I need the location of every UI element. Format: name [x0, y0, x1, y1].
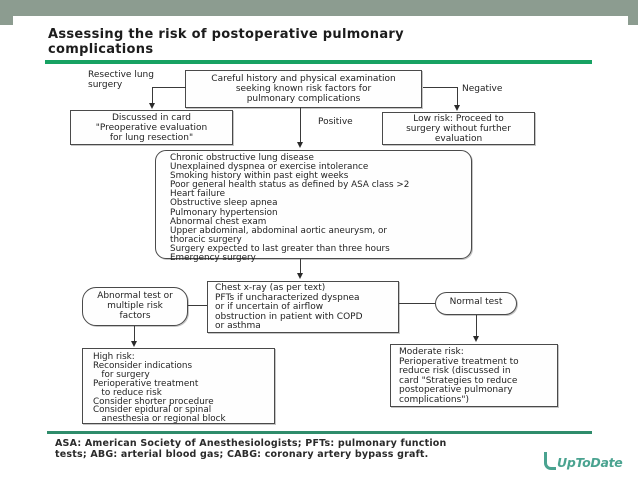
node-low-risk: Low risk: Proceed to surgery without fur… — [382, 112, 535, 145]
arrowhead-to-riskfactors-icon — [297, 142, 303, 148]
label-negative: Negative — [462, 84, 503, 94]
footer-divider — [47, 431, 592, 434]
arrowhead-to-discussed-icon — [149, 103, 155, 109]
uptodate-bracket-icon — [544, 452, 556, 470]
connector-abnormal-to-highrisk — [134, 326, 135, 342]
node-chest-xray-pfts: Chest x-ray (as per text) PFTs if unchar… — [207, 281, 399, 333]
label-positive: Positive — [318, 117, 353, 127]
title-divider — [45, 60, 592, 64]
uptodate-logo-text: UpToDate — [557, 455, 623, 470]
uptodate-logo: UpToDate — [544, 452, 623, 470]
arrowhead-to-lowrisk-icon — [454, 105, 460, 111]
node-abnormal-test: Abnormal test or multiple risk factors — [82, 287, 188, 326]
node-risk-factors-list: Chronic obstructive lung disease Unexpla… — [155, 150, 472, 263]
node-normal-test: Normal test — [435, 292, 517, 315]
connector-careful-to-riskfactors — [300, 107, 301, 143]
node-moderate-risk: Moderate risk: Perioperative treatment t… — [390, 344, 558, 407]
node-discussed-in-card: Discussed in card "Preoperative evaluati… — [70, 110, 233, 145]
arrowhead-to-highrisk-icon — [131, 341, 137, 347]
arrowhead-to-moderate-icon — [473, 336, 479, 342]
connector-riskfactors-to-chestxray — [300, 259, 301, 274]
connector-careful-to-lowrisk-v — [457, 87, 458, 106]
header-band-left-notch — [0, 0, 13, 25]
connector-careful-to-discussed-v — [152, 87, 153, 104]
connector-chestxray-to-abnormal — [188, 305, 207, 306]
page-title: Assessing the risk of postoperative pulm… — [48, 27, 404, 57]
header-band — [0, 0, 638, 16]
label-resective-lung-surgery: Resective lung surgery — [88, 70, 154, 90]
node-high-risk: High risk: Reconsider indications for su… — [82, 348, 275, 424]
footer-abbreviations: ASA: American Society of Anesthesiologis… — [55, 438, 447, 460]
connector-normal-to-moderate — [476, 315, 477, 337]
node-careful-history: Careful history and physical examination… — [185, 70, 422, 108]
connector-careful-to-lowrisk-h — [423, 87, 457, 88]
connector-careful-to-discussed-h — [152, 87, 186, 88]
header-band-right-notch — [628, 0, 638, 25]
connector-chestxray-to-normal — [399, 303, 435, 304]
arrowhead-to-chestxray-icon — [297, 273, 303, 279]
